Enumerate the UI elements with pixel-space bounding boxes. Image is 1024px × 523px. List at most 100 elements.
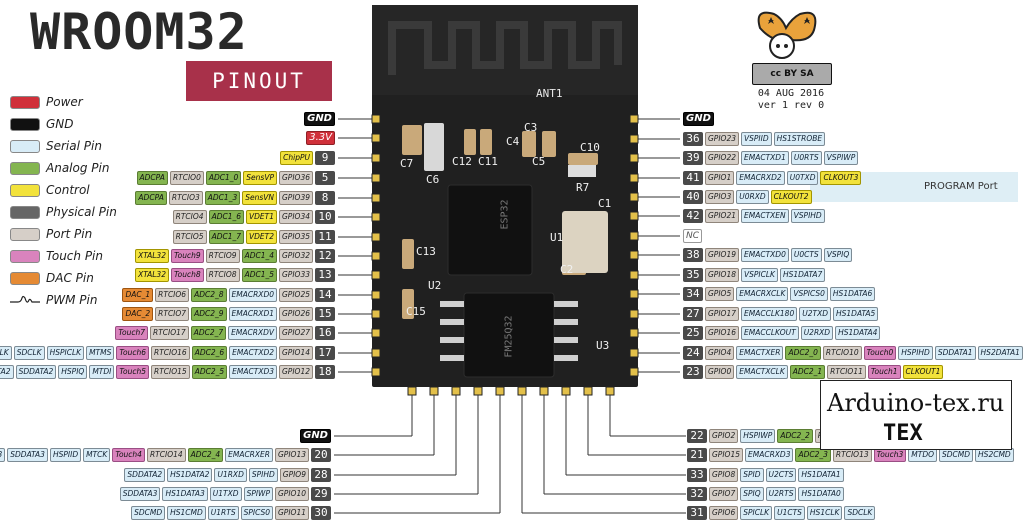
- pin-function-label: RTCIO14: [146, 447, 186, 462]
- pin-function-label: RTCIO16: [151, 345, 190, 360]
- pin-function-label: ADC1_6: [208, 209, 244, 224]
- pin-function-label: HSPIQ: [58, 364, 88, 379]
- pin-function-label: EMACRXCLK: [736, 286, 789, 301]
- legend-item: Control: [10, 180, 90, 200]
- pin-function-label: HS2DATA2: [0, 364, 14, 379]
- pin-function-label: GPIO13: [275, 447, 309, 462]
- pin-function-label: U1RTS: [207, 505, 239, 520]
- pin-function-label: GPIO33: [279, 267, 313, 282]
- license-version: ver 1 rev 0: [757, 100, 825, 111]
- pin-function-label: EMACRXD3: [745, 447, 794, 462]
- legend-swatch: [10, 139, 40, 153]
- pin-function-label: CLKOUT1: [902, 364, 944, 379]
- pin-function-label: XTAL32: [135, 248, 169, 263]
- pin-function-label: SDDATA2: [124, 467, 166, 482]
- pin-function-label: GPIO1: [705, 170, 735, 185]
- legend-label: Control: [46, 183, 90, 197]
- pin-function-label: RTCIO0: [169, 170, 204, 185]
- pin-function-label: Touch0: [863, 345, 897, 360]
- pin-function-label: VSPIWP: [823, 150, 859, 165]
- physical-pin-number: 8: [315, 190, 335, 205]
- pin-function-label: EMACTXEN: [741, 208, 789, 223]
- physical-pin-number: 21: [687, 447, 707, 462]
- legend-label: Port Pin: [46, 227, 93, 241]
- pin-function-label: U1TXD: [209, 486, 242, 501]
- physical-pin-number: 18: [315, 364, 335, 379]
- pin-function-label: GPIO3: [705, 189, 735, 204]
- antenna-trace-icon: [388, 21, 622, 75]
- component-label: C6: [426, 173, 440, 186]
- pin-function-label: RTCIO5: [172, 229, 207, 244]
- pin-function-label: U2RXD: [800, 325, 834, 340]
- physical-pin-number: 41: [683, 170, 703, 185]
- physical-pin-number: 40: [683, 189, 703, 204]
- legend-item: DAC Pin: [10, 268, 94, 288]
- pin-function-label: GPIO12: [279, 364, 313, 379]
- pin-function-label: U0CTS: [790, 247, 822, 262]
- pin-function-label: RTCIO11: [827, 364, 866, 379]
- legend-swatch: [10, 95, 40, 109]
- left-pin-row: HS2DATA3SDDATA3HSPIIDMTCKTouch4RTCIO14AD…: [0, 447, 332, 462]
- pin-function-label: SPICLK: [740, 505, 773, 520]
- component-label: C10: [580, 141, 600, 154]
- legend-item: Serial Pin: [10, 136, 102, 156]
- pin-function-label: Touch5: [116, 364, 150, 379]
- pin-function-label: HS1DATA7: [779, 267, 826, 282]
- pin-function-label: EMACRXER: [225, 447, 273, 462]
- pin-function-label: GPIO21: [705, 208, 739, 223]
- pin-function-label: DAC_2: [122, 306, 154, 321]
- pin-function-label: MTMS: [86, 345, 115, 360]
- component-label: U1: [550, 231, 564, 244]
- right-pin-row: NC: [682, 228, 703, 243]
- pin-function-label: GPIO0: [705, 364, 735, 379]
- component-label: C12: [452, 155, 472, 168]
- pin-function-label: Touch9: [170, 248, 204, 263]
- pin-function-label: XTAL32: [135, 267, 169, 282]
- pin-function-label: HS1DATA5: [833, 306, 879, 321]
- pin-function-label: MTDI: [89, 364, 115, 379]
- pin-function-label: U1CTS: [774, 505, 805, 520]
- pin-function-label: SPIQ: [740, 486, 764, 501]
- pin-function-label: GPIO16: [705, 325, 739, 340]
- legend-item: PWM Pin: [10, 290, 97, 310]
- physical-pin-number: 12: [315, 248, 335, 263]
- pin-function-label: RTCIO10: [822, 345, 862, 360]
- legend-label: Serial Pin: [46, 139, 102, 153]
- pin-function-label: DAC_1: [122, 287, 154, 302]
- pin-function-label: VSPICS0: [790, 286, 828, 301]
- pwm-wave-icon: [10, 291, 40, 310]
- legend-swatch: [10, 271, 40, 285]
- module-components: [402, 123, 608, 378]
- pin-function-label: VSPICLK: [741, 267, 778, 282]
- pin-function-label: GPIO17: [705, 306, 739, 321]
- pin-function-label: ADC2_9: [191, 306, 227, 321]
- physical-pin-number: 27: [683, 306, 703, 321]
- watermark: Arduino-tex.ru TEX: [820, 380, 1012, 450]
- pin-function-label: GPIO35: [279, 229, 313, 244]
- pin-function-label: EMACTXCLK: [736, 364, 788, 379]
- legend-swatch: [10, 249, 40, 263]
- pin-function-label: GPIO9: [279, 467, 309, 482]
- physical-pin-number: 28: [311, 467, 331, 482]
- pin-function-label: GND: [683, 111, 714, 126]
- pin-function-label: U0RXD: [736, 189, 769, 204]
- pin-function-label: Touch6: [116, 345, 150, 360]
- pin-function-label: ChipPU: [280, 150, 313, 165]
- pin-function-label: GPIO32: [279, 248, 313, 263]
- antenna-area: [372, 5, 638, 95]
- pin-function-label: GPIO5: [705, 286, 735, 301]
- component-label: FM25Q32: [503, 315, 515, 358]
- pin-function-label: ADC2_6: [191, 345, 228, 360]
- physical-pin-number: 33: [687, 467, 707, 482]
- pin-function-label: GPIO11: [275, 505, 309, 520]
- pin-function-label: EMACTXD3: [229, 364, 277, 379]
